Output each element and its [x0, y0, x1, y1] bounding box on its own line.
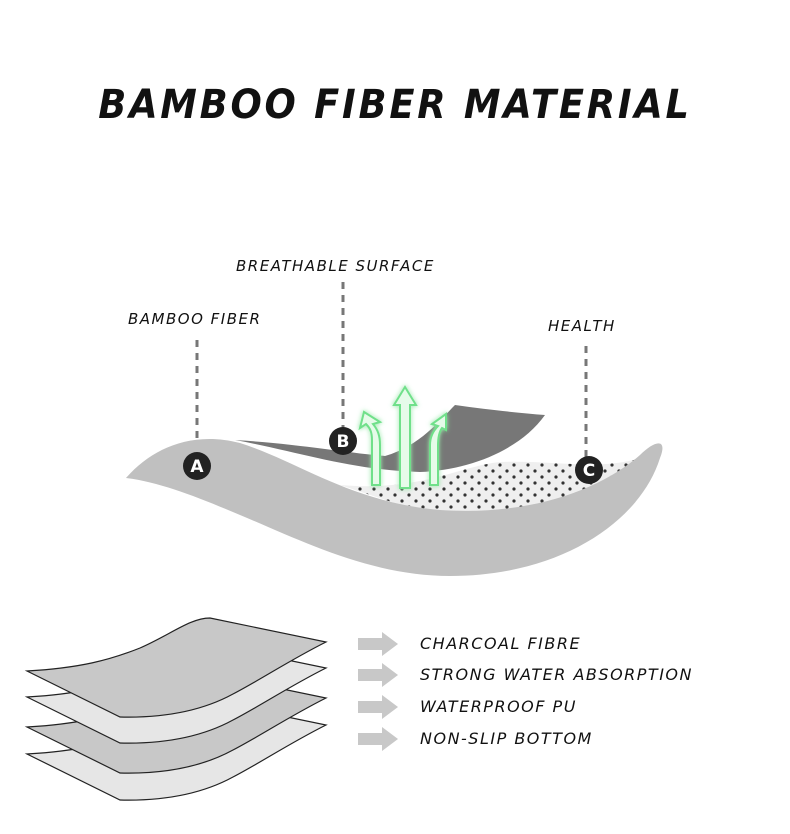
layer-stack-icon [24, 617, 328, 801]
label-breathable-surface: BREATHABLE SURFACE [236, 257, 435, 275]
arrow-icon [358, 632, 398, 656]
arrow-icon [358, 727, 398, 751]
airflow-arrows-icon [358, 385, 447, 489]
label-bamboo-fiber: BAMBOO FIBER [128, 310, 262, 328]
arrow-icon [358, 663, 398, 687]
marker-c: C [575, 456, 603, 484]
layer-label-waterproof: WATERPROOF PU [420, 697, 577, 716]
layer-label-absorption: STRONG WATER ABSORPTION [420, 665, 693, 684]
marker-a: A [183, 452, 211, 480]
layer-label-non-slip: NON-SLIP BOTTOM [420, 729, 593, 748]
marker-b: B [329, 427, 357, 455]
svg-text:B: B [337, 432, 350, 452]
arrow-icon [358, 695, 398, 719]
layer-label-charcoal: CHARCOAL FIBRE [420, 634, 582, 653]
page-title: BAMBOO FIBER MATERIAL [98, 82, 692, 128]
bamboo-fiber-sheet [126, 438, 663, 576]
label-health: HEALTH [548, 317, 616, 335]
svg-text:A: A [190, 457, 204, 477]
svg-text:C: C [583, 461, 595, 481]
breathable-surface-sheet [235, 405, 545, 472]
